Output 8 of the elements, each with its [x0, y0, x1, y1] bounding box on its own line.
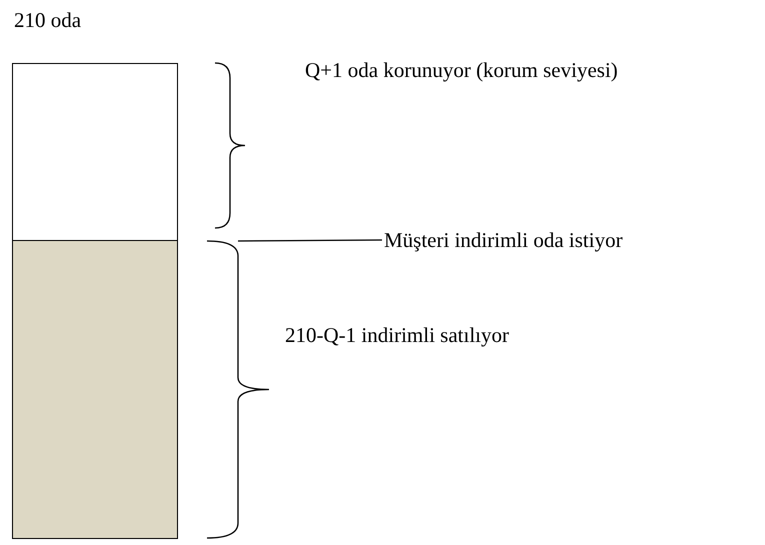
leader-line: [238, 239, 382, 242]
brace-label: Q+1 oda korunuyor (korum seviyesi): [305, 58, 618, 82]
bar-segment: [12, 63, 178, 241]
brace-label: 210-Q-1 indirimli satılıyor: [285, 323, 509, 347]
curly-brace: [206, 240, 270, 539]
bar-segment: [12, 240, 178, 539]
bar-heading: 210 oda: [14, 8, 82, 32]
annotation-text: Müşteri indirimli oda istiyor: [384, 228, 623, 252]
